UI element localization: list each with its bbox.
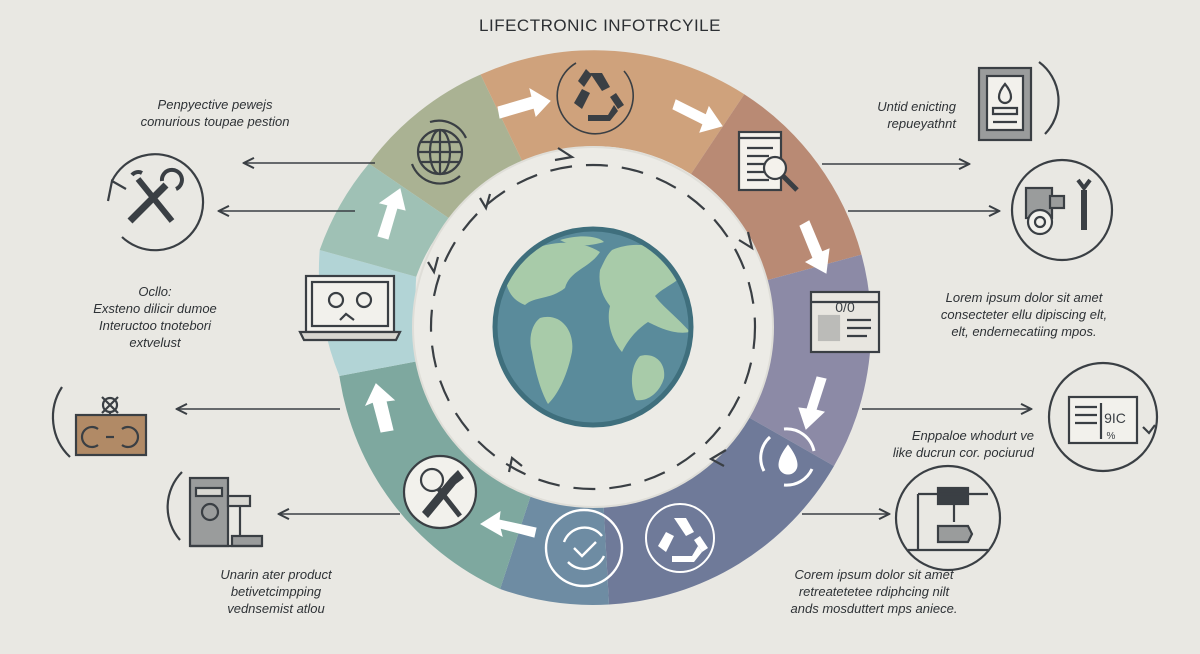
note-mid-left: Ocllo: Exsteno dilicir dumoe Inteructoo … [60, 283, 250, 351]
ring-arrow-right-upper [799, 220, 830, 274]
control-panel-icon: 0/0 [809, 290, 881, 354]
ring-arrow-top-left [497, 87, 551, 119]
note-line: Lorem ipsum dolor sit amet [945, 290, 1103, 305]
note-line: Exsteno dilicir dumoe [93, 301, 217, 316]
machine-icon [166, 471, 264, 548]
note-line: Inteructoo tnotebori [98, 318, 212, 333]
note-line: extvelust [129, 335, 181, 350]
ring-segment-blue [500, 493, 609, 605]
recycle-icon [556, 62, 634, 135]
panel-readout: 0/0 [835, 299, 855, 315]
note-line: like ducrun cor. pociurud [892, 445, 1034, 460]
note-line: ands mosduttert mps aniece. [790, 601, 958, 616]
recycle-icon [645, 503, 715, 573]
note-line: Unarin ater product [220, 567, 332, 582]
globe-icon [492, 226, 694, 428]
monitor-percent: % [1107, 431, 1116, 442]
ring-arrows [364, 87, 830, 538]
gear-board-icon [51, 386, 148, 458]
note-mid-right: Lorem ipsum dolor sit amet consecteter e… [914, 289, 1134, 340]
note-line: comurious toupae pestion [140, 114, 290, 129]
ring-arrow-left-lower [364, 383, 396, 433]
note-line: retreatetetee rdiphcing nilt [798, 584, 950, 599]
document-search-icon [737, 130, 799, 192]
ring-arrow-top-right [672, 99, 723, 133]
cycle-check-icon [544, 508, 624, 588]
note-line: vednsemist atlou [227, 601, 325, 616]
tools-icon [402, 454, 478, 530]
note-line: Ocllo: [138, 284, 172, 299]
note-line: elt, endernecatiing mpos. [951, 324, 1097, 339]
cycle-drop-icon [759, 427, 816, 487]
note-line: repueyathnt [887, 116, 956, 131]
ring-arrow-left-upper [377, 188, 406, 240]
note-bottom-right: Corem ipsum dolor sit amet retreatetetee… [764, 566, 984, 617]
note-lower-right: Enppaloe whodurt ve like ducrun cor. poc… [840, 427, 1034, 461]
note-line: Corem ipsum dolor sit amet [794, 567, 954, 582]
note-line: Penpyective pewejs [157, 97, 273, 112]
laptop-gears-icon [298, 274, 402, 342]
fuel-box-icon [977, 61, 1060, 142]
diagram-title: LIFECTRONIC INFOTRCYILE [479, 16, 721, 35]
note-line: Enppaloe whodurt ve [911, 428, 1034, 443]
machine-wrench-icon [1010, 158, 1114, 262]
ring-arrow-right-lower [798, 376, 827, 430]
note-bottom-left: Unarin ater product betivetcimpping vedn… [176, 566, 376, 617]
globe-network-icon [410, 119, 467, 185]
wrench-cycle-icon [106, 153, 205, 252]
note-line: consecteter ellu dipiscing elt, [940, 307, 1108, 322]
ring-arrow-bottom [480, 511, 537, 538]
monitor-readout: 9IC [1104, 410, 1126, 426]
inner-disc-edge [412, 146, 774, 508]
outer-icons: 9IC % [51, 61, 1159, 572]
inner-cycle-path [427, 147, 757, 491]
ring-icons: 0/0 [298, 62, 881, 588]
note-line: Untid enicting [877, 99, 956, 114]
note-top-right: Untid enicting repueyathnt [800, 98, 956, 132]
industrial-machine-icon [894, 464, 1002, 572]
note-line: betivetcimpping [230, 584, 322, 599]
ring-segment-slate [603, 417, 834, 605]
monitor-icon: 9IC % [1047, 361, 1159, 473]
note-top-left: Penpyective pewejs comurious toupae pest… [110, 96, 320, 130]
connector-arrows [178, 163, 1030, 514]
